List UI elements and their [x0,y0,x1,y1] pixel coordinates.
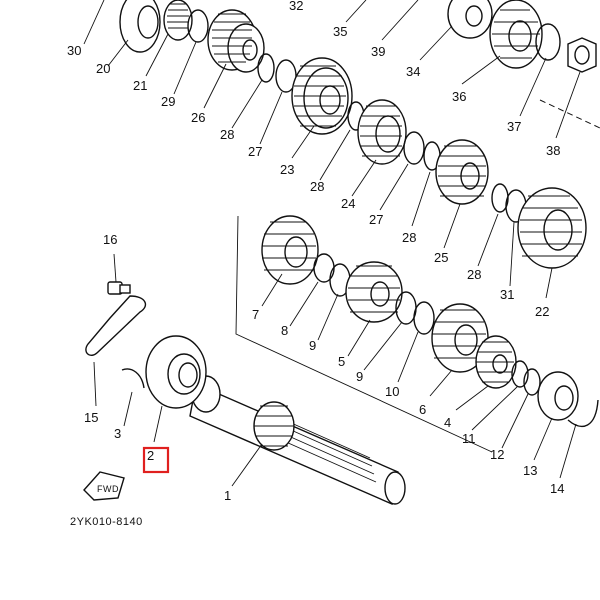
subassembly-bracket [235,215,493,453]
gear-21-shape [163,0,193,41]
callout-label[interactable]: 31 [500,287,514,302]
fwd-label: FWD [97,484,119,494]
callout-label[interactable]: 25 [434,250,448,265]
callout-label[interactable]: 15 [84,410,98,425]
washer-37-shape [535,23,561,61]
part-code: 2YK010-8140 [70,516,143,528]
washer-28-top-shape [257,53,275,83]
callout-label[interactable]: 16 [103,232,117,247]
callout-label[interactable]: 3 [114,426,121,441]
gear-7-shape [261,215,319,285]
callout-label[interactable]: 21 [133,78,147,93]
callout-label[interactable]: 22 [535,304,549,319]
circlip-11-shape [511,360,529,388]
callout-label[interactable]: 32 [289,0,303,13]
callout-label[interactable]: 28 [467,267,481,282]
callout-label[interactable]: 5 [338,354,345,369]
callout-label[interactable]: 24 [341,196,355,211]
callout-label[interactable]: 11 [462,431,476,446]
circlip-9-lower-shape [395,291,417,325]
callout-label[interactable]: 13 [523,463,537,478]
callout-label[interactable]: 26 [191,110,205,125]
gear-23-shape [291,57,353,135]
gear-5-shape [345,261,403,323]
callout-label[interactable]: 7 [252,307,259,322]
callout-label[interactable]: 2 [147,448,154,463]
callout-label[interactable]: 9 [356,369,363,384]
callout-label[interactable]: 35 [333,24,347,39]
callout-label[interactable]: 28 [310,179,324,194]
gear-34-shape [447,0,493,39]
callout-label[interactable]: 6 [419,402,426,417]
bearing-2-shape [145,335,207,409]
callout-label[interactable]: 23 [280,162,294,177]
callout-label[interactable]: 20 [96,61,110,76]
callout-label[interactable]: 27 [369,212,383,227]
callout-label[interactable]: 1 [224,488,231,503]
callout-label[interactable]: 10 [385,384,399,399]
callout-label[interactable]: 30 [67,43,81,58]
callout-label[interactable]: 37 [507,119,521,134]
callout-label[interactable]: 14 [550,481,564,496]
circlip-29-shape [187,9,209,43]
upper-shaft-assembly [119,0,600,269]
callout-label[interactable]: 28 [220,127,234,142]
callout-label[interactable]: 9 [309,338,316,353]
washer-12-shape [523,368,541,396]
callout-numbers: 30 20 21 29 26 28 27 23 32 35 39 34 36 3… [67,0,564,503]
gear-22-shape [517,187,587,269]
callout-label[interactable]: 36 [452,89,466,104]
gear-24-shape [357,99,407,165]
circlip-3-shape [121,368,145,389]
axis-line-upper [539,99,600,129]
main-axle-1-shape [189,375,406,505]
callout-label[interactable]: 27 [248,144,262,159]
highlight-box[interactable] [142,446,170,474]
callout-label[interactable]: 39 [371,44,385,59]
nut-38-shape [567,37,597,73]
callout-label[interactable]: 12 [490,447,504,462]
circlip-14-shape [567,399,599,428]
callout-label[interactable]: 38 [546,143,560,158]
washer-8-shape [313,253,335,283]
callout-label[interactable]: 8 [281,323,288,338]
lower-shaft-assembly [85,215,599,505]
washer-10-shape [413,301,435,335]
plate-15-shape [85,295,147,356]
leader-lines [83,0,581,487]
callout-label[interactable]: 4 [444,415,451,430]
sprocket-36-shape [489,0,543,69]
callout-label[interactable]: 28 [402,230,416,245]
fwd-arrow: FWD [83,471,125,501]
bolt-16-shape [107,281,131,295]
gear-25-shape [435,139,489,205]
callout-label[interactable]: 29 [161,94,175,109]
gear-26-shape [207,9,265,73]
gear-4-shape [475,335,517,389]
bearing-20-shape [119,0,161,53]
bearing-13-shape [537,371,579,421]
circlip-27-mid-shape [403,131,425,165]
callout-label[interactable]: 34 [406,64,420,79]
